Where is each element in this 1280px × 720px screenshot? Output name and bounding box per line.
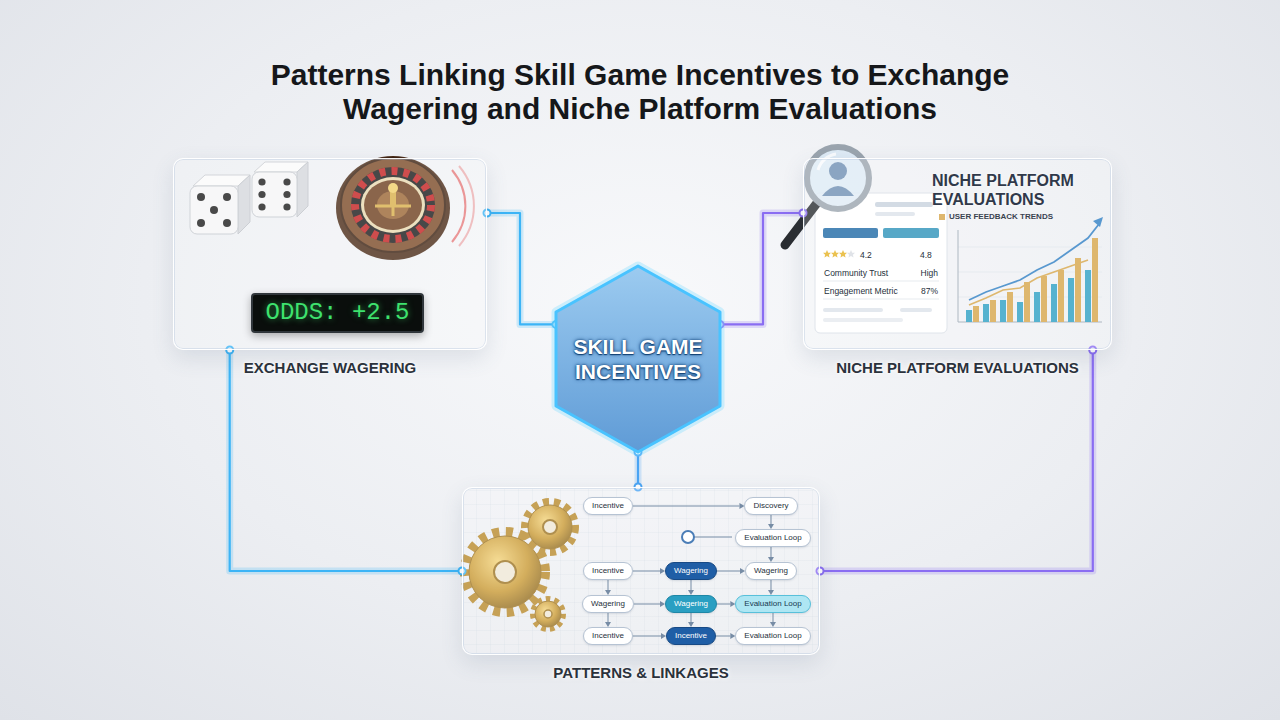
connector-line [230, 350, 462, 571]
connector-glow [635, 452, 642, 487]
metric-value: High [921, 268, 938, 278]
wagering-panel: EXCHANGE WAGERINGODDS: +2.5 [173, 158, 487, 350]
step-label: Wagering [674, 566, 708, 575]
step-label: Incentive [675, 631, 707, 640]
panel-heading: NICHE PLATFORM EVALUATIONS [932, 171, 1102, 209]
step-label: Wagering [754, 566, 788, 575]
step-label: Incentive [592, 631, 624, 640]
step-label: Evaluation Loop [744, 599, 801, 608]
hexagon-hub: SKILL GAME INCENTIVES [553, 263, 723, 455]
panel-label: EXCHANGE WAGERING [244, 359, 417, 377]
flow-step: Wagering [582, 595, 634, 613]
connector-glow [230, 350, 462, 571]
panel-label: NICHE PLATFORM EVALUATIONS [836, 359, 1079, 377]
patterns-panel: PATTERNS & LINKAGESIncentiveDiscoveryEva… [462, 487, 820, 655]
step-label: Evaluation Loop [744, 631, 801, 640]
flow-step: Evaluation Loop [735, 529, 810, 547]
flow-step: Wagering [745, 562, 797, 580]
odds-readout: ODDS: +2.5 [265, 299, 409, 327]
flow-step: Discovery [744, 497, 797, 515]
connector-glow [487, 213, 556, 324]
step-label: Discovery [753, 501, 788, 510]
connector [484, 210, 560, 328]
flow-step: Wagering [665, 562, 717, 580]
connector [717, 210, 807, 328]
review-card: 4.2 4.8Community Trust HighEngagement Metr… [816, 194, 948, 334]
flow-step: Incentive [583, 497, 633, 515]
connector-line [720, 213, 803, 324]
step-label: Wagering [591, 599, 625, 608]
metric-name: Engagement Metric [824, 286, 898, 296]
chart-legend-label: USER FEEDBACK TRENDS [949, 212, 1053, 222]
flow-step: Incentive [583, 562, 633, 580]
connector-line [820, 350, 1093, 571]
connector [226, 347, 465, 575]
step-label: Incentive [592, 566, 624, 575]
flow-step: Incentive [583, 627, 633, 645]
rating-value: 4.8 [920, 250, 932, 260]
odds-display: ODDS: +2.5 [251, 293, 424, 333]
connector-glow [820, 350, 1093, 571]
rating-value: 4.2 [860, 250, 872, 260]
flow-step: Wagering [665, 595, 717, 613]
evaluation-panel: NICHE PLATFORM EVALUATIONSNICHE PLATFORM… [803, 158, 1112, 350]
step-label: Incentive [592, 501, 624, 510]
flow-step: Incentive [666, 627, 716, 645]
diagram-title: Patterns Linking Skill Game Incentives t… [210, 58, 1070, 126]
metric-name: Community Trust [824, 268, 888, 278]
metric-value: 87% [921, 286, 938, 296]
connector-line [637, 452, 639, 487]
panel-label: PATTERNS & LINKAGES [553, 664, 728, 682]
flow-step: Evaluation Loop [735, 595, 810, 613]
connector-line [487, 213, 556, 324]
step-label: Evaluation Loop [744, 533, 801, 542]
hexagon-glow [556, 266, 720, 452]
connector [817, 347, 1097, 575]
connector-glow [720, 213, 803, 324]
flow-step: Evaluation Loop [735, 627, 810, 645]
step-label: Wagering [674, 599, 708, 608]
hub-label: SKILL GAME INCENTIVES [563, 334, 713, 384]
hexagon-shape [553, 263, 723, 455]
hexagon-outline [556, 266, 720, 452]
